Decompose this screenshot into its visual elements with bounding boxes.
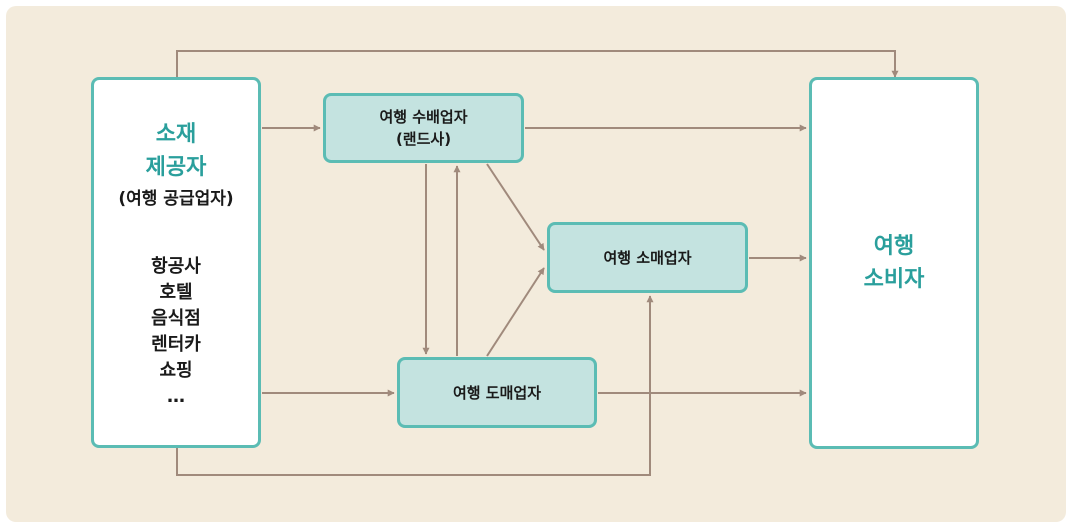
supplier-box: 소재 제공자 (여행 공급업자) 항공사 호텔 음식점 렌터카 쇼핑 … <box>91 77 261 448</box>
arrow-supplier-to-retailer-bottom <box>176 295 654 476</box>
retailer-label: 여행 소매업자 <box>603 248 692 267</box>
land-operator-box: 여행 수배업자 (랜드사) <box>323 93 524 163</box>
consumer-box: 여행 소비자 <box>809 77 979 449</box>
supplier-title-line1: 소재 <box>155 122 197 147</box>
supplier-title-line2: 제공자 <box>145 155 207 180</box>
land-operator-sublabel: (랜드사) <box>395 130 452 148</box>
retailer-box: 여행 소매업자 <box>547 222 748 293</box>
consumer-title-line1: 여행 <box>873 234 915 259</box>
arrow-landsa-to-retailer <box>486 163 545 251</box>
land-operator-label: 여행 수배업자 <box>379 108 468 126</box>
supplier-item: 호텔 <box>159 282 193 303</box>
supplier-item: 음식점 <box>151 308 201 329</box>
arrow-wholesaler-to-retailer <box>486 267 545 357</box>
supplier-item: 항공사 <box>151 256 201 277</box>
consumer-title-line2: 소비자 <box>863 267 925 292</box>
supplier-item: 쇼핑 <box>159 360 193 381</box>
supplier-subtitle: (여행 공급업자) <box>118 189 234 209</box>
supplier-item: 렌터카 <box>151 334 201 355</box>
supplier-item-list: 항공사 호텔 음식점 렌터카 쇼핑 … <box>151 254 201 410</box>
wholesaler-label: 여행 도매업자 <box>452 383 542 402</box>
supplier-item: … <box>167 386 185 407</box>
arrow-supplier-to-consumer-top <box>176 50 899 78</box>
wholesaler-box: 여행 도매업자 <box>397 357 597 428</box>
